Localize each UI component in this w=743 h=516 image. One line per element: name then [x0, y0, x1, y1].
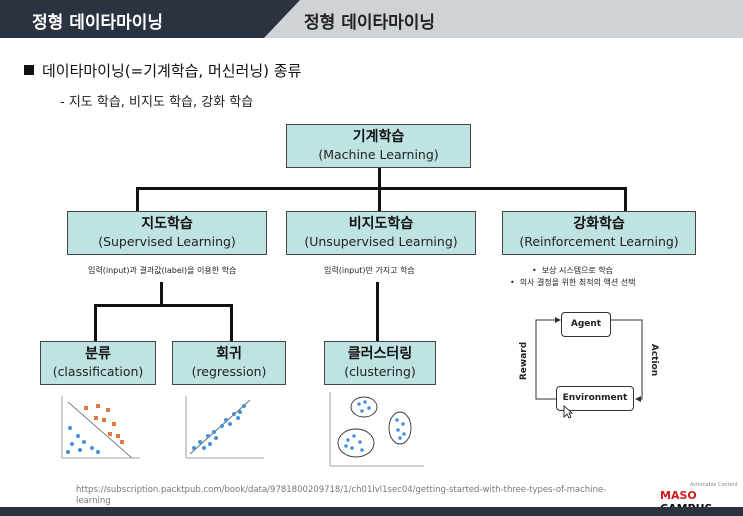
- node-regression-ko: 회귀: [216, 346, 242, 362]
- mouse-cursor-icon: [563, 405, 573, 419]
- node-clustering-ko: 클러스터링: [347, 346, 413, 362]
- node-clustering: 클러스터링 (clustering): [324, 341, 436, 385]
- node-machine-learning: 기계학습 (Machine Learning): [286, 124, 471, 168]
- tab-inactive-label[interactable]: 정형 데이타마이닝: [304, 13, 436, 33]
- supervised-note: 입력(input)과 결과값(label)을 이용한 학습: [88, 266, 237, 275]
- node-machine-learning-en: (Machine Learning): [318, 146, 439, 162]
- connector-sup-split-right: [230, 304, 233, 341]
- rl-loop-arrows: [535, 317, 643, 402]
- node-unsupervised-en: (Unsupervised Learning): [304, 233, 458, 249]
- node-clustering-en: (clustering): [344, 363, 416, 379]
- tab-active[interactable]: [0, 0, 300, 38]
- connector-sup-stem: [160, 282, 163, 306]
- section-title-text: 데이타마이닝(=기계학습, 머신러닝) 종류: [42, 62, 302, 80]
- connector-level1-horizontal: [136, 187, 626, 190]
- brand-logo-maso: MASO: [660, 489, 697, 502]
- node-regression: 회귀 (regression): [172, 341, 286, 385]
- node-unsupervised-ko: 비지도학습: [348, 216, 414, 232]
- reinforcement-note-2: 의사 결정을 위한 최적의 액션 선택: [510, 277, 636, 289]
- node-classification: 분류 (classification): [40, 341, 156, 385]
- node-supervised-ko: 지도학습: [141, 216, 193, 232]
- node-reinforcement: 강화학습 (Reinforcement Learning): [502, 211, 696, 255]
- node-classification-en: (classification): [52, 363, 144, 379]
- reinforcement-note-1: 보상 시스템으로 학습: [510, 265, 635, 277]
- node-classification-ko: 분류: [85, 346, 111, 362]
- connector-unsup-stem: [376, 282, 379, 341]
- node-unsupervised: 비지도학습 (Unsupervised Learning): [286, 211, 476, 255]
- section-subtitle: - 지도 학습, 비지도 학습, 강화 학습: [60, 95, 254, 110]
- rl-action-label: Action: [649, 343, 660, 377]
- tab-active-label[interactable]: 정형 데이타마이닝: [32, 13, 164, 33]
- unsupervised-note: 입력(input)만 가지고 학습: [324, 266, 415, 275]
- connector-reinforcement-up: [624, 187, 627, 211]
- rl-environment-box: Environment: [556, 386, 634, 411]
- node-reinforcement-ko: 강화학습: [573, 216, 625, 232]
- reinforcement-notes: 보상 시스템으로 학습 의사 결정을 위한 최적의 액션 선택: [510, 265, 636, 289]
- bottom-strip: [0, 507, 743, 516]
- node-supervised: 지도학습 (Supervised Learning): [67, 211, 267, 255]
- node-reinforcement-en: (Reinforcement Learning): [519, 233, 679, 249]
- node-regression-en: (regression): [191, 363, 267, 379]
- section-title: 데이타마이닝(=기계학습, 머신러닝) 종류: [24, 60, 301, 81]
- connector-supervised-up: [136, 187, 139, 211]
- clustering-illustration: [329, 392, 424, 467]
- connector-unsupervised-up: [378, 187, 381, 211]
- node-supervised-en: (Supervised Learning): [98, 233, 236, 249]
- rl-agent-box: Agent: [561, 312, 611, 337]
- connector-root-down: [378, 168, 381, 189]
- classification-illustration: [61, 396, 140, 459]
- node-machine-learning-ko: 기계학습: [352, 129, 405, 145]
- connector-sup-split-horizontal: [94, 304, 233, 307]
- rl-reward-label: Reward: [519, 341, 530, 381]
- regression-illustration: [185, 396, 264, 459]
- brand-tagline: Actionable Content: [690, 482, 738, 488]
- source-url[interactable]: https://subscription.packtpub.com/book/d…: [76, 485, 607, 506]
- square-bullet-icon: [24, 65, 34, 75]
- connector-sup-split-left: [94, 304, 97, 341]
